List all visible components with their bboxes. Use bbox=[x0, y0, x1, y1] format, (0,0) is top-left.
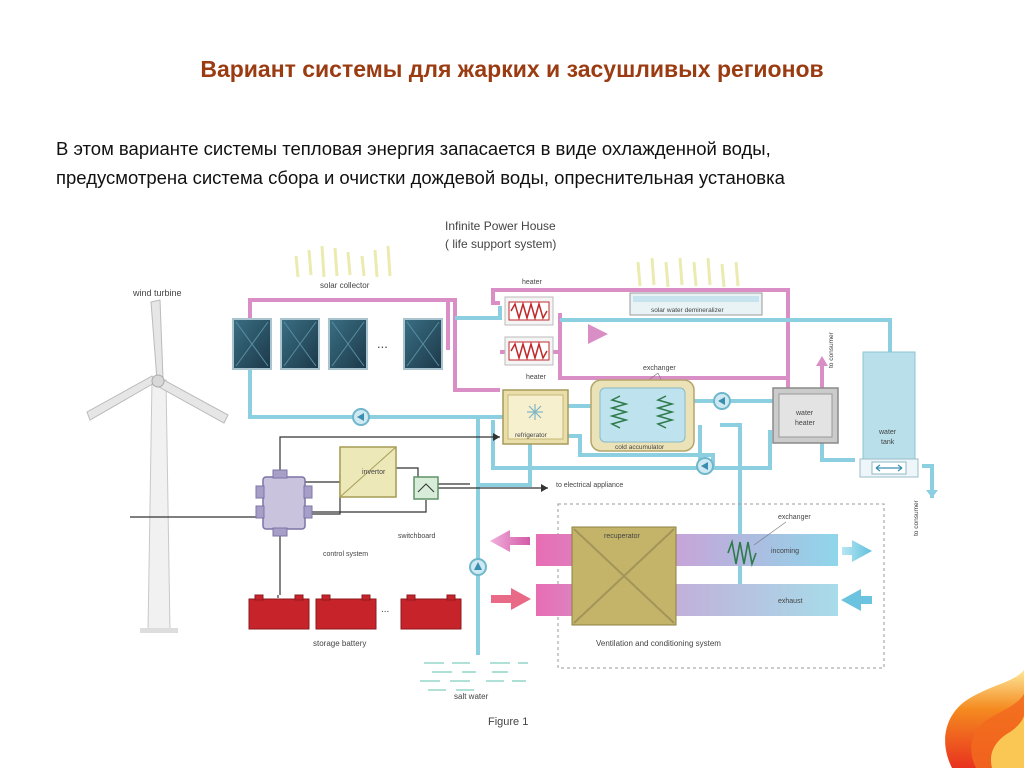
cold-accumulator-label: cold accumulator bbox=[615, 444, 665, 451]
solar-water-demineralizer-label: solar water demineralizer bbox=[651, 307, 724, 314]
pump-icon bbox=[352, 408, 370, 426]
heater-bottom-label: heater bbox=[526, 374, 547, 381]
diagram-title-line2: ( life support system) bbox=[445, 237, 556, 251]
solar-collector-more: ... bbox=[377, 336, 388, 351]
flow-arrow-icon bbox=[588, 324, 608, 344]
exhaust-out-arrow-icon bbox=[491, 588, 531, 610]
flame-logo bbox=[945, 670, 1024, 768]
switchboard bbox=[413, 476, 439, 500]
salt-water-label: salt water bbox=[454, 692, 489, 701]
to-electrical-appliance-label: to electrical appliance bbox=[556, 482, 623, 489]
water-tank bbox=[859, 351, 919, 478]
to-consumer-top-label: to consumer bbox=[828, 331, 835, 368]
exchanger-pointer bbox=[753, 521, 787, 546]
refrigerator bbox=[502, 389, 569, 445]
pump-icon bbox=[696, 457, 714, 475]
exchanger-coil-icon bbox=[727, 538, 757, 568]
solar-collector-label: solar collector bbox=[320, 281, 370, 290]
return-arrow-icon bbox=[841, 589, 872, 611]
storage-battery-label: storage battery bbox=[313, 639, 366, 648]
sun-rays-left-icon bbox=[294, 245, 392, 278]
electrical-wires bbox=[130, 436, 548, 598]
control-system bbox=[255, 469, 313, 537]
water-heater bbox=[772, 387, 839, 444]
flow-arrow-icon bbox=[926, 490, 938, 498]
ventilation-system-frame bbox=[557, 503, 885, 669]
body-line-1: В этом варианте системы тепловая энергия… bbox=[56, 138, 771, 159]
figure-caption: Figure 1 bbox=[488, 716, 528, 728]
heater-bottom bbox=[504, 336, 554, 366]
control-system-label: control system bbox=[323, 551, 368, 558]
flow-arrow-icon bbox=[493, 433, 500, 441]
cold-accumulator bbox=[590, 379, 695, 452]
pump-icon bbox=[469, 558, 487, 576]
inverter-label: invertor bbox=[362, 469, 386, 476]
flow-arrow-icon bbox=[816, 356, 828, 366]
slide-body: В этом варианте системы тепловая энергия… bbox=[56, 134, 1006, 192]
water-heater-label-2: heater bbox=[795, 420, 816, 427]
recuperator-label: recuperator bbox=[604, 533, 640, 540]
salt-water-icon bbox=[420, 662, 528, 691]
water-heater-label-1: water bbox=[795, 410, 814, 417]
inverter bbox=[339, 446, 397, 498]
solar-water-demineralizer bbox=[629, 292, 763, 316]
recuperator bbox=[571, 526, 677, 626]
solar-collector bbox=[232, 318, 443, 370]
heater-top bbox=[504, 296, 554, 326]
battery-more: ... bbox=[381, 604, 389, 615]
switchboard-label: switchboard bbox=[398, 533, 435, 540]
refrigerator-label: refrigerator bbox=[515, 432, 548, 439]
intake-arrow-icon bbox=[490, 530, 530, 552]
incoming-label: incoming bbox=[771, 548, 799, 555]
snowflake-icon bbox=[527, 404, 543, 420]
exhaust-label: exhaust bbox=[778, 598, 803, 605]
to-consumer-right-label: to consumer bbox=[913, 499, 920, 536]
blue-pipes bbox=[248, 306, 934, 655]
ventilation-label: Ventilation and conditioning system bbox=[596, 639, 721, 648]
storage-battery bbox=[248, 594, 462, 630]
exchanger-bottom-label: exchanger bbox=[778, 514, 811, 521]
diagram-title-line1: Infinite Power House bbox=[445, 219, 556, 233]
exchanger-top-label: exchanger bbox=[643, 365, 676, 372]
water-tank-label-1: water bbox=[878, 429, 897, 436]
wind-turbine-label: wind turbine bbox=[132, 288, 182, 298]
heater-top-label: heater bbox=[522, 279, 543, 286]
pump-icon bbox=[713, 392, 731, 410]
supply-arrow-icon bbox=[842, 540, 872, 562]
body-line-2: предусмотрена система сбора и очистки до… bbox=[56, 167, 785, 188]
wind-turbine-icon bbox=[86, 299, 229, 633]
sun-rays-right-icon bbox=[636, 257, 740, 288]
slide-title: Вариант системы для жарких и засушливых … bbox=[200, 56, 824, 82]
water-tank-label-2: tank bbox=[881, 439, 895, 446]
flow-arrow-icon bbox=[541, 484, 548, 492]
